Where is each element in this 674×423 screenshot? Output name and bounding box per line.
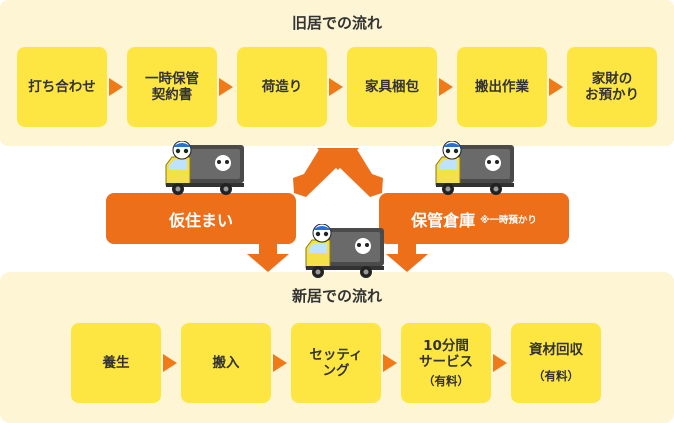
arrow-right-icon bbox=[439, 78, 453, 96]
arrow-right-icon bbox=[109, 78, 123, 96]
down-arrow-right-icon bbox=[386, 244, 428, 272]
step-label: 搬出作業 bbox=[475, 79, 529, 95]
arrow-right-icon bbox=[219, 78, 233, 96]
step-packing: 荷造り bbox=[237, 47, 327, 127]
panda-truck-icon bbox=[305, 224, 384, 278]
step-label-line2: お預かり bbox=[585, 87, 639, 103]
temporary-housing-box: 仮住まい bbox=[106, 193, 296, 244]
down-arrow-left-icon bbox=[247, 244, 289, 272]
step-label: 打ち合わせ bbox=[28, 79, 96, 95]
panda-truck-icon bbox=[435, 141, 514, 195]
arrow-right-icon bbox=[163, 354, 177, 372]
step-label: セッティ bbox=[309, 347, 363, 363]
step-label: 一時保管 bbox=[145, 71, 199, 87]
step-label: 資材回収 bbox=[529, 342, 583, 358]
step-storage-contract: 一時保管 契約書 bbox=[127, 47, 217, 127]
storage-warehouse-label: 保管倉庫 bbox=[411, 210, 476, 230]
old-flow-title: 旧居での流れ bbox=[291, 14, 382, 32]
step-protection: 養生 bbox=[71, 323, 161, 403]
step-meeting: 打ち合わせ bbox=[17, 47, 107, 127]
arrow-right-icon bbox=[383, 354, 397, 372]
step-label: 10分間 bbox=[423, 337, 469, 354]
old-residence-panel: 旧居での流れ bbox=[0, 0, 674, 146]
step-material-collection: 資材回収 （有料） bbox=[511, 323, 601, 403]
step-label: 家具梱包 bbox=[365, 79, 419, 95]
step-setting: セッティ ング bbox=[291, 323, 381, 403]
step-belongings-deposit: 家財の お預かり bbox=[567, 47, 657, 127]
arrow-right-icon bbox=[273, 354, 287, 372]
step-label: 家財の bbox=[591, 71, 633, 87]
storage-note: ※一時預かり bbox=[480, 214, 537, 226]
panda-truck-icon bbox=[165, 141, 244, 195]
step-label: 養生 bbox=[102, 355, 130, 371]
arrow-right-icon bbox=[549, 78, 563, 96]
split-arrow-left-icon bbox=[293, 148, 338, 197]
storage-warehouse-box: 保管倉庫 ※一時預かり bbox=[379, 193, 569, 244]
step-label-line2: サービス bbox=[419, 353, 473, 370]
paid-note: （有料） bbox=[533, 369, 579, 383]
step-label: 搬入 bbox=[212, 355, 240, 371]
paid-note: （有料） bbox=[423, 373, 469, 388]
split-arrow-right-icon bbox=[338, 148, 383, 197]
arrow-right-icon bbox=[329, 78, 343, 96]
step-carry-in: 搬入 bbox=[181, 323, 271, 403]
step-label: 荷造り bbox=[261, 79, 303, 95]
new-flow-title: 新居での流れ bbox=[291, 287, 382, 305]
temporary-housing-label: 仮住まい bbox=[168, 210, 233, 230]
split-arrow-icon bbox=[317, 148, 359, 170]
arrow-right-icon bbox=[493, 354, 507, 372]
step-furniture-wrapping: 家具梱包 bbox=[347, 47, 437, 127]
new-flow-steps: 養生 搬入 セッティ ング 10分間 サービス （有料） 資材回収 （有料） bbox=[0, 272, 674, 423]
step-carry-out: 搬出作業 bbox=[457, 47, 547, 127]
step-label-line2: ング bbox=[322, 363, 350, 379]
step-label-line2: 契約書 bbox=[151, 87, 193, 103]
step-10min-service: 10分間 サービス （有料） bbox=[401, 323, 491, 403]
